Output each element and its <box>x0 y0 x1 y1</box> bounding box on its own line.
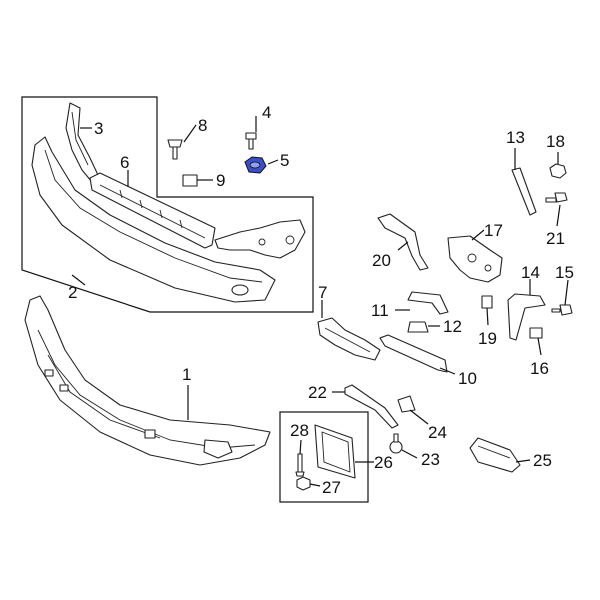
part-15-bolt <box>551 304 573 316</box>
part-2-side-bracket <box>214 219 306 259</box>
callout-28: 28 <box>290 421 309 440</box>
callout-7: 7 <box>318 283 327 302</box>
callout-4: 4 <box>262 103 271 122</box>
part-11-bracket <box>407 291 449 315</box>
part-10-bracket <box>379 334 448 373</box>
callout-14: 14 <box>521 263 540 282</box>
callout-12: 12 <box>443 317 462 336</box>
part-23-fastener <box>389 433 403 454</box>
callout-19: 19 <box>478 329 497 348</box>
group-frame-26 <box>279 411 369 503</box>
part-7-bracket <box>317 317 381 361</box>
callout-21: 21 <box>546 229 565 248</box>
part-19-clip <box>481 295 493 309</box>
part-12-clip <box>407 321 429 333</box>
callout-22: 22 <box>308 383 327 402</box>
part-2-bumper-cover <box>31 136 276 303</box>
part-24-sensor <box>397 395 416 413</box>
callout-17: 17 <box>484 221 503 240</box>
callout-labels: 1 2 3 4 5 6 7 8 9 10 11 12 13 14 15 16 1… <box>68 103 574 497</box>
part-27-nut <box>296 476 311 491</box>
part-6-absorber <box>89 172 216 249</box>
callout-8: 8 <box>198 116 207 135</box>
part-16-clip <box>529 327 543 339</box>
part-28-bolt <box>295 453 305 477</box>
callout-1: 1 <box>182 365 191 384</box>
part-3-bracket <box>65 102 99 183</box>
part-25-lamp-trim <box>469 437 521 473</box>
callout-5: 5 <box>280 151 289 170</box>
callout-3: 3 <box>94 119 103 138</box>
part-20-bracket <box>377 213 429 271</box>
group-frame-2 <box>21 96 314 313</box>
callout-18: 18 <box>546 132 565 151</box>
callout-6: 6 <box>120 153 129 172</box>
part-4-bolt <box>245 132 257 150</box>
part-18-nut <box>549 163 567 179</box>
part-1-bumper <box>24 295 271 466</box>
callout-20: 20 <box>372 251 391 270</box>
callout-10: 10 <box>458 369 477 388</box>
leader-lines <box>71 116 569 487</box>
callout-26: 26 <box>374 453 393 472</box>
callout-11: 11 <box>371 301 389 320</box>
callout-9: 9 <box>216 171 225 190</box>
part-17-bracket <box>447 235 503 283</box>
part-9-clip <box>182 174 198 187</box>
callout-15: 15 <box>555 263 574 282</box>
part-21-bolt <box>545 192 568 203</box>
callout-24: 24 <box>428 423 447 442</box>
part-26-license-bracket <box>314 424 356 479</box>
part-8-bolt <box>167 139 183 160</box>
callout-25: 25 <box>533 451 552 470</box>
part-22-strip <box>344 384 399 429</box>
callout-2: 2 <box>68 283 77 302</box>
part-14-bracket <box>507 293 546 341</box>
callout-13: 13 <box>506 128 525 147</box>
part-5-nut-highlighted <box>244 156 267 174</box>
callout-23: 23 <box>421 450 440 469</box>
callout-27: 27 <box>322 478 341 497</box>
part-13-bracket <box>511 167 537 216</box>
callout-16: 16 <box>530 359 549 378</box>
